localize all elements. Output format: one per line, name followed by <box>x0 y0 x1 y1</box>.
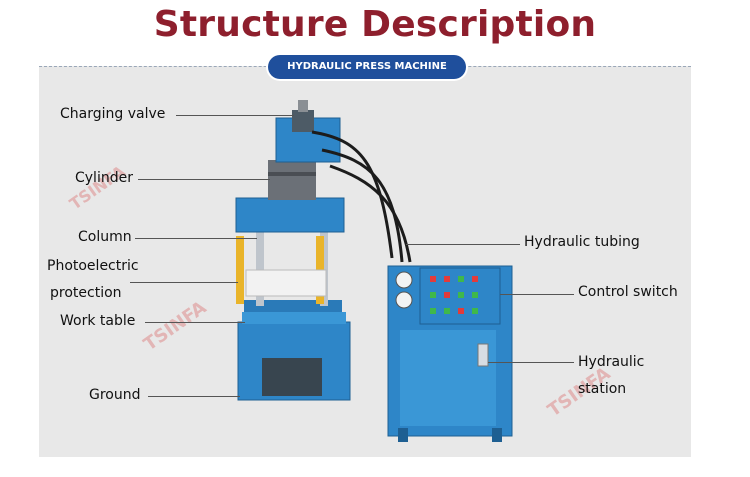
label-hydraulic-station-line2: station <box>578 381 627 397</box>
label-photoelectric-protection-line1: Photoelectric <box>47 258 139 274</box>
leader-work-table <box>145 322 245 323</box>
leader-charging-valve <box>176 115 294 116</box>
label-ground: Ground <box>89 387 141 403</box>
label-hydraulic-tubing: Hydraulic tubing <box>524 234 640 250</box>
control-panel <box>395 267 501 325</box>
press-frame <box>235 100 351 401</box>
leader-control-switch <box>500 294 574 295</box>
leader-photoelectric-protection <box>130 282 238 283</box>
leader-hydraulic-tubing <box>406 244 520 245</box>
label-hydraulic-station-line1: Hydraulic <box>578 354 645 370</box>
label-control-switch: Control switch <box>578 284 678 300</box>
leader-column <box>135 238 257 239</box>
label-work-table: Work table <box>60 313 136 329</box>
leader-cylinder <box>138 179 270 180</box>
label-column: Column <box>78 229 132 245</box>
hydraulic-tubing <box>311 130 412 263</box>
label-photoelectric-protection-line2: protection <box>50 285 122 301</box>
page-title: Structure Description <box>153 4 597 45</box>
subtitle-badge: HYDRAULIC PRESS MACHINE <box>268 55 466 79</box>
label-cylinder: Cylinder <box>75 170 133 186</box>
image-panel <box>39 66 691 457</box>
leader-hydraulic-station <box>488 362 574 363</box>
label-charging-valve: Charging valve <box>60 106 166 122</box>
leader-ground <box>148 396 240 397</box>
